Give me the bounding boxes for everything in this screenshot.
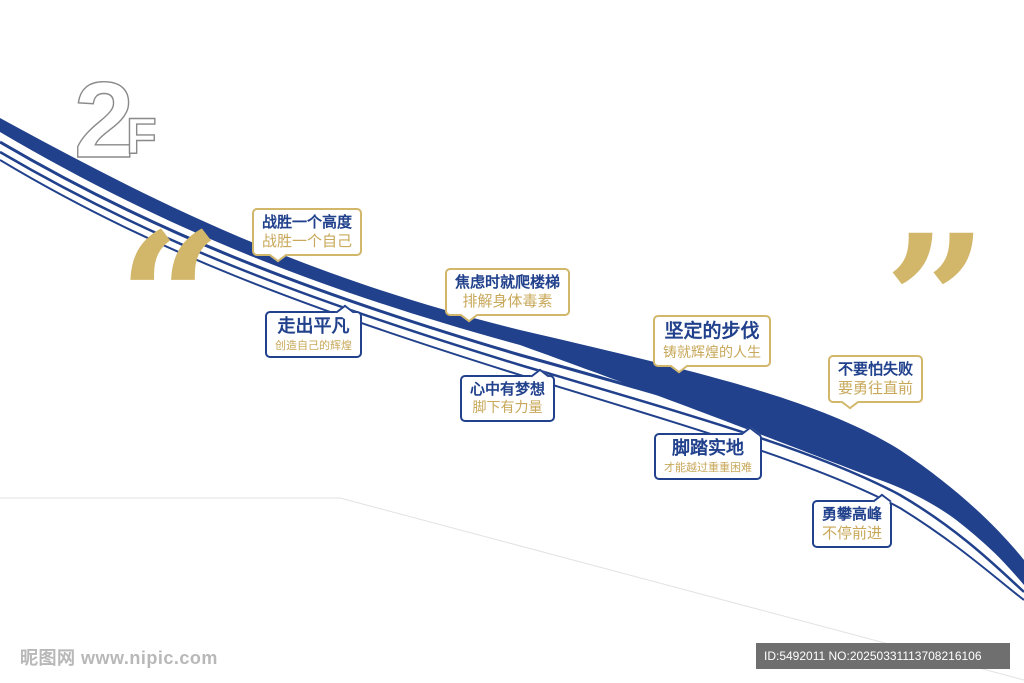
floor-label: 2F: [73, 65, 157, 174]
slogan-bubble-6: 脚踏实地 才能越过重重困难: [654, 426, 762, 480]
floor-unit: F: [125, 108, 157, 164]
site-watermark: 昵图网 www.nipic.com: [20, 648, 218, 668]
slogan-subtext: 才能越过重重困难: [664, 460, 752, 474]
slogan-heading: 坚定的步伐: [664, 320, 760, 342]
slogan-bubble-7: 不要怕失败 要勇往直前: [828, 355, 924, 410]
floor-number: 2: [73, 59, 134, 180]
slogan-subtext: 脚下有力量: [472, 399, 543, 416]
slogan-bubble-2: 走出平凡 创造自己的辉煌: [265, 304, 362, 358]
ribbon-line-3: [0, 159, 1024, 601]
slogan-bubble-3: 焦虑时就爬楼梯 排解身体毒素: [445, 268, 571, 323]
slogan-bubble-5: 坚定的步伐 铸就辉煌的人生: [653, 315, 771, 374]
slogan-subtext: 创造自己的辉煌: [275, 338, 352, 352]
slogan-subtext: 战胜一个自己: [262, 231, 353, 250]
slogan-bubble-8: 勇攀高峰 不停前进: [812, 493, 893, 549]
id-watermark: ID:5492011 NO:20250331113708216106: [756, 643, 1010, 669]
slogan-subtext: 要勇往直前: [838, 378, 914, 397]
slogan-subtext: 铸就辉煌的人生: [663, 344, 761, 361]
slogan-heading: 战胜一个高度: [262, 213, 353, 231]
slogan-heading: 不要怕失败: [838, 360, 914, 378]
slogan-heading: 勇攀高峰: [822, 505, 883, 523]
slogan-bubble-1: 战胜一个高度 战胜一个自己: [252, 208, 363, 263]
slogan-subtext: 排解身体毒素: [462, 291, 553, 310]
wall-floor-line: [0, 497, 1024, 681]
slogan-heading: 脚踏实地: [672, 438, 744, 459]
open-quote-icon: “: [118, 194, 222, 405]
ribbon-line-2: [0, 150, 1024, 593]
slogan-heading: 走出平凡: [277, 316, 350, 337]
slogan-heading: 心中有梦想: [470, 380, 546, 398]
slogan-subtext: 不停前进: [822, 523, 883, 542]
slogan-bubble-4: 心中有梦想 脚下有力量: [460, 368, 556, 422]
ribbon-line-1: [0, 140, 1024, 582]
slogan-heading: 焦虑时就爬楼梯: [455, 273, 561, 291]
